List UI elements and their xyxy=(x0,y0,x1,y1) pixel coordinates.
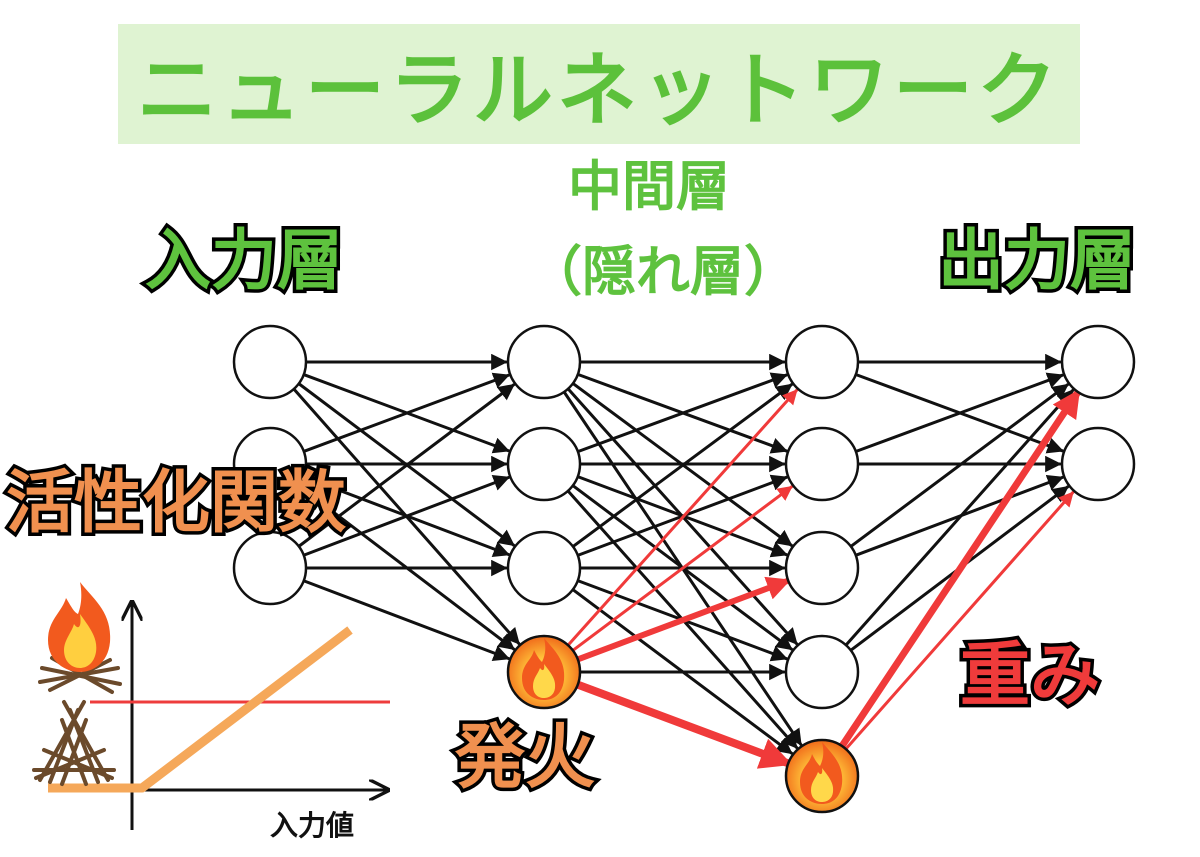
neuron-node xyxy=(506,426,582,502)
edge-arrow xyxy=(571,383,793,549)
output-layer-label: 出力層 xyxy=(935,222,1140,299)
neuron-node xyxy=(784,530,860,606)
neuron-node xyxy=(232,530,308,606)
weight-label: 重み xyxy=(957,634,1104,716)
x-axis-label: 入力値 xyxy=(270,809,355,842)
edge-arrow xyxy=(297,383,516,548)
neuron-node xyxy=(232,426,308,502)
highlighted-weight-edges xyxy=(566,388,1081,769)
weight-edge-arrow xyxy=(574,576,791,663)
edge-arrow xyxy=(576,372,788,454)
connection-edges xyxy=(292,353,1075,755)
weight-edge-arrow xyxy=(844,490,1075,751)
title-banner: ニューラルネットワーク xyxy=(118,24,1080,144)
edge-arrow xyxy=(302,372,510,453)
neuron-node xyxy=(506,530,582,606)
woodpile-icon xyxy=(32,700,116,786)
weight-edge-arrow xyxy=(571,485,794,652)
neuron-nodes xyxy=(232,324,1136,814)
neuron-node xyxy=(784,324,860,400)
neuron-node xyxy=(1060,426,1136,502)
edge-arrow xyxy=(302,579,511,661)
edge-arrow xyxy=(844,388,1075,647)
neuron-node xyxy=(232,324,308,400)
hidden-layer-sublabel: （隠れ層） xyxy=(528,240,798,303)
fire-label: 発火 xyxy=(452,716,599,798)
edge-arrow xyxy=(302,475,511,557)
activation-curve xyxy=(48,626,353,793)
weight-edge-arrow xyxy=(573,680,793,769)
input-layer-label: 入力層 xyxy=(142,222,347,299)
activation-function-label: 活性化関数 xyxy=(2,464,349,543)
campfire-icon xyxy=(38,582,122,694)
fire-icon xyxy=(800,742,843,804)
edge-arrow xyxy=(849,383,1070,548)
neuron-node xyxy=(784,426,860,502)
weight-edge-arrow xyxy=(566,388,799,647)
edge-arrow xyxy=(854,372,1064,454)
neuron-node xyxy=(1060,324,1136,400)
fired-neuron xyxy=(506,634,582,710)
activation-function-chart xyxy=(48,602,390,830)
fired-neuron xyxy=(784,738,860,814)
weight-edge-arrow xyxy=(838,388,1081,750)
neuron-node xyxy=(784,634,860,710)
diagram-title: ニューラルネットワーク xyxy=(137,44,1061,137)
neuron-node xyxy=(506,324,582,400)
fire-icon xyxy=(522,638,565,700)
hidden-layer-label: 中間層 xyxy=(568,155,730,218)
